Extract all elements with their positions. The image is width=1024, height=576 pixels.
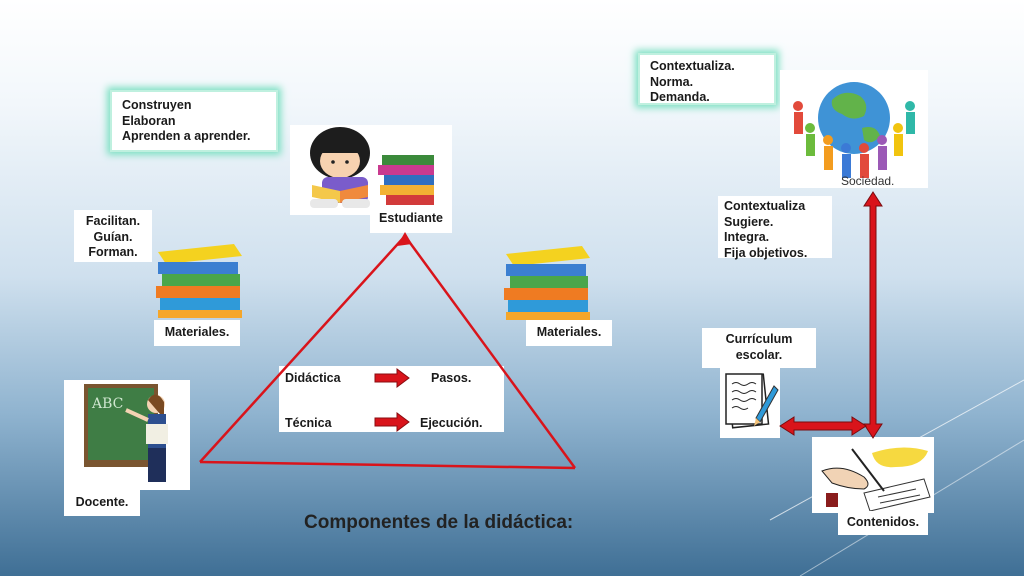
docente-actions-box: Facilitan. Guían. Forman. [74, 210, 152, 262]
arrow-right-icon [374, 412, 410, 432]
estudiante-action: Elaboran [122, 113, 176, 128]
center-box: Didáctica Pasos. Técnica Ejecución. [279, 366, 504, 432]
board-text: ABC [91, 396, 123, 412]
student-reading-image [290, 125, 452, 215]
estudiante-actions-box: Construyen Elaboran Aprenden a aprender. [110, 90, 278, 152]
teacher-image: ABC [64, 380, 190, 490]
docente-action: Facilitan. [85, 214, 141, 228]
didactica-label: Didáctica [285, 371, 341, 385]
society-globe-image: Sociedad. [780, 70, 928, 188]
page-title: Componentes de la didáctica: [304, 512, 574, 533]
materiales-left-label: Materiales. [154, 320, 240, 346]
curriculum-action: Contextualiza [724, 199, 806, 213]
curriculum-action: Integra. [724, 230, 770, 244]
estudiante-action: Construyen [122, 98, 192, 112]
document-icon [720, 368, 780, 438]
contenidos-label: Contenidos. [838, 511, 928, 535]
docente-action: Forman. [88, 245, 138, 259]
docente-label: Docente. [64, 490, 140, 516]
sociedad-action: Demanda. [650, 90, 710, 104]
tecnica-label: Técnica [285, 416, 332, 430]
sociedad-action: Contextualiza. [650, 59, 735, 73]
arrow-right-icon [374, 368, 410, 388]
sociedad-action: Norma. [650, 74, 694, 89]
estudiante-action: Aprenden a aprender. [122, 129, 251, 143]
curriculum-label: Currículum escolar. [702, 328, 816, 368]
curriculum-action: Sugiere. [724, 214, 774, 229]
sociedad-actions-box: Contextualiza. Norma. Demanda. [638, 53, 776, 105]
curriculum-action: Fija objetivos. [724, 245, 808, 260]
pasos-label: Pasos. [431, 371, 472, 385]
estudiante-label: Estudiante [370, 207, 452, 233]
docente-action: Guían. [93, 229, 133, 244]
writing-hand-image [812, 437, 934, 513]
sociedad-label: Sociedad. [841, 174, 895, 188]
curriculum-actions-box: Contextualiza Sugiere. Integra. Fija obj… [718, 196, 832, 260]
books-stack-left [152, 238, 246, 318]
books-stack-right [500, 240, 594, 320]
materiales-right-label: Materiales. [526, 320, 612, 346]
ejecucion-label: Ejecución. [420, 416, 483, 430]
